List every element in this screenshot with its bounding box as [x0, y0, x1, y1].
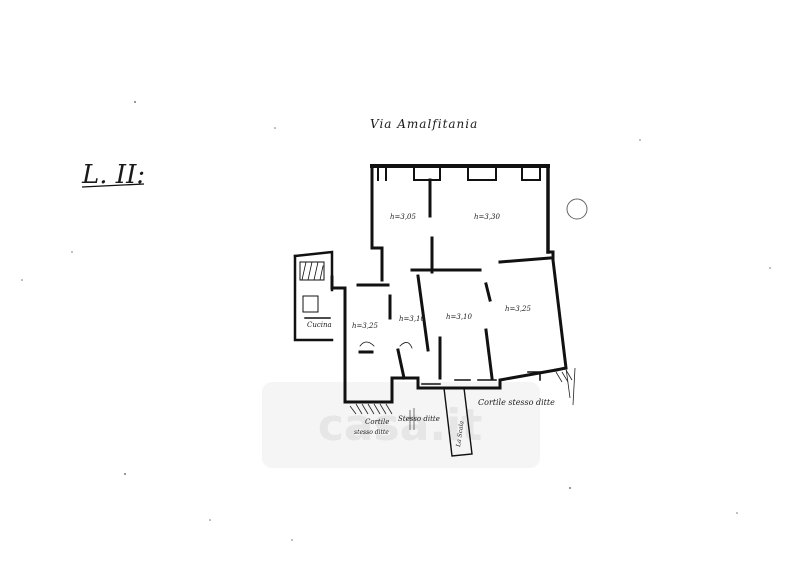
stairwell-label: La Scala [455, 420, 466, 448]
watermark: casa.it [262, 382, 540, 468]
room-height-top-left: h=3,05 [390, 213, 417, 221]
kitchen-label: Cucina [307, 321, 332, 329]
room-height-right: h=3,25 [505, 305, 532, 313]
kitchen-annex-walls [293, 250, 334, 342]
room-height-mid-left: h=3,10 [399, 315, 426, 323]
room-height-left: h=3,25 [352, 322, 379, 330]
facade-windows [377, 167, 541, 181]
stairs-label: Stesso ditte [398, 415, 440, 423]
room-height-top-right: h=3,30 [474, 213, 501, 221]
bottom-openings [421, 371, 541, 385]
door-swings [359, 341, 413, 349]
interior-walls [356, 178, 552, 380]
stairwell-block [443, 387, 473, 457]
courtyard-left-label-2: stesso ditte [354, 429, 389, 436]
courtyard-hatching [349, 367, 576, 415]
exterior-walls [330, 164, 568, 404]
watermark-text: casa.it [318, 400, 482, 451]
courtyard-right-label: Cortile stesso ditte [478, 398, 555, 407]
courtyard-left-label-1: Cortile [365, 418, 389, 426]
stairs-marks [409, 408, 415, 430]
street-name: Via Amalfitania [370, 117, 478, 131]
paper-specks [21, 101, 771, 541]
registration-circle-icon [566, 198, 588, 220]
room-height-mid: h=3,10 [446, 313, 473, 321]
sheet-label-underline [81, 183, 145, 188]
